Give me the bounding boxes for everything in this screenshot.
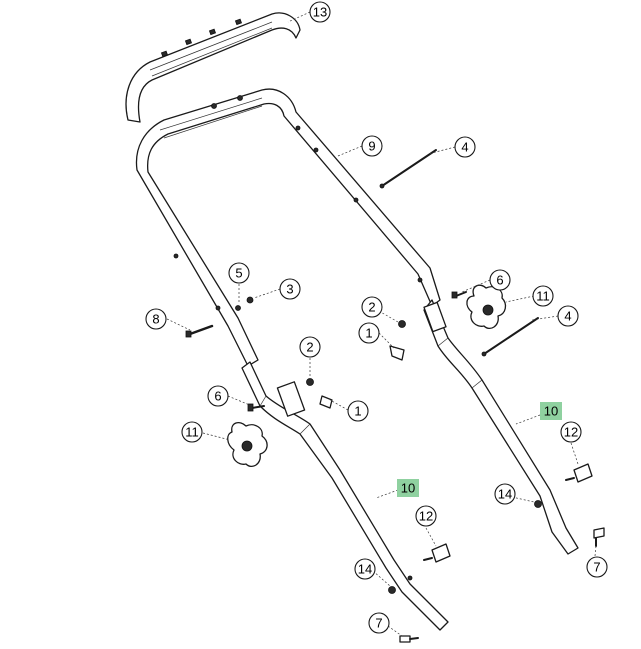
part-nut-2-lower xyxy=(306,378,314,386)
callout-highlight xyxy=(540,402,562,420)
callout-6: 6 xyxy=(489,269,511,291)
callout-12: 12 xyxy=(560,421,582,443)
callout-circle xyxy=(299,336,321,358)
callout-2: 2 xyxy=(299,336,321,358)
callout-7: 7 xyxy=(586,556,608,578)
callout-circle xyxy=(145,308,167,330)
part-nut-14-left xyxy=(388,586,396,594)
part-lower-handle-left xyxy=(241,361,449,631)
callout-11: 11 xyxy=(532,285,554,307)
callout-8: 8 xyxy=(145,308,167,330)
part-upper-grip-cover xyxy=(125,12,301,123)
leader-lines xyxy=(166,11,597,637)
callout-11: 11 xyxy=(181,421,203,443)
callout-highlight xyxy=(397,479,419,497)
callout-2: 2 xyxy=(361,296,383,318)
part-upper-handle xyxy=(135,88,441,367)
part-screw-7-right xyxy=(593,527,605,547)
part-nut-14-right xyxy=(534,500,542,508)
callout-label: 12 xyxy=(564,425,578,440)
part-washer-5 xyxy=(235,305,241,311)
callout-label: 11 xyxy=(536,289,550,304)
callout-circle xyxy=(560,421,582,443)
callout-9: 9 xyxy=(361,135,383,157)
part-bolt-8 xyxy=(185,324,214,338)
callout-circle xyxy=(361,135,383,157)
callout-circle xyxy=(181,421,203,443)
callout-label: 10 xyxy=(544,404,558,419)
callout-label: 9 xyxy=(368,139,375,154)
callout-label: 10 xyxy=(401,481,415,496)
callout-label: 14 xyxy=(358,562,372,577)
callout-6: 6 xyxy=(207,385,229,407)
callout-5: 5 xyxy=(228,262,250,284)
callout-10: 10 xyxy=(540,402,562,420)
part-screw-7-left xyxy=(399,635,419,643)
callout-label: 13 xyxy=(313,5,327,20)
callout-1: 1 xyxy=(347,400,369,422)
callout-10: 10 xyxy=(397,479,419,497)
callout-circle xyxy=(228,262,250,284)
part-knob-lower xyxy=(227,421,268,468)
callout-label: 2 xyxy=(368,300,375,315)
callout-circle xyxy=(454,136,476,158)
callout-circle xyxy=(489,269,511,291)
part-nut-2-upper xyxy=(398,320,406,328)
callout-label: 6 xyxy=(214,389,221,404)
callout-label: 14 xyxy=(498,487,512,502)
callout-circle xyxy=(532,285,554,307)
part-lower-handle-right xyxy=(423,299,579,555)
part-bolt-6-lower xyxy=(247,403,265,412)
callout-7: 7 xyxy=(368,612,390,634)
part-nut-3 xyxy=(246,296,254,304)
callout-circle xyxy=(347,400,369,422)
callout-circle xyxy=(557,305,579,327)
part-pin-1-upper xyxy=(389,345,405,361)
callout-circle xyxy=(358,322,380,344)
callout-circle xyxy=(494,483,516,505)
callout-12: 12 xyxy=(415,505,437,527)
part-bolt-6-upper xyxy=(451,291,467,299)
part-rod-lower xyxy=(481,317,539,357)
callout-circle xyxy=(415,505,437,527)
part-pin-1-lower xyxy=(319,395,333,409)
callout-label: 7 xyxy=(375,616,382,631)
part-handle-lever-12-left xyxy=(423,543,451,563)
callout-label: 4 xyxy=(564,309,571,324)
part-knob-upper xyxy=(466,284,507,330)
callout-4: 4 xyxy=(454,136,476,158)
callout-label: 7 xyxy=(593,560,600,575)
callout-circle xyxy=(279,278,301,300)
callout-1: 1 xyxy=(358,322,380,344)
part-handle-lever-12-right xyxy=(565,463,593,483)
callout-14: 14 xyxy=(494,483,516,505)
callout-circle xyxy=(354,558,376,580)
callout-4: 4 xyxy=(557,305,579,327)
callout-label: 6 xyxy=(496,273,503,288)
callout-circle xyxy=(309,1,331,23)
callout-label: 12 xyxy=(419,509,433,524)
callout-14: 14 xyxy=(354,558,376,580)
callout-circle xyxy=(207,385,229,407)
callout-circle xyxy=(586,556,608,578)
callout-label: 5 xyxy=(235,266,242,281)
callout-label: 1 xyxy=(365,326,372,341)
callout-circle xyxy=(368,612,390,634)
callout-label: 2 xyxy=(306,340,313,355)
callout-label: 8 xyxy=(152,312,159,327)
callout-label: 1 xyxy=(354,404,361,419)
callout-13: 13 xyxy=(309,1,331,23)
callout-label: 3 xyxy=(286,282,293,297)
part-rod-upper xyxy=(379,149,437,189)
callout-label: 4 xyxy=(461,140,468,155)
callout-3: 3 xyxy=(279,278,301,300)
callout-label: 11 xyxy=(185,425,199,440)
callout-circle xyxy=(361,296,383,318)
